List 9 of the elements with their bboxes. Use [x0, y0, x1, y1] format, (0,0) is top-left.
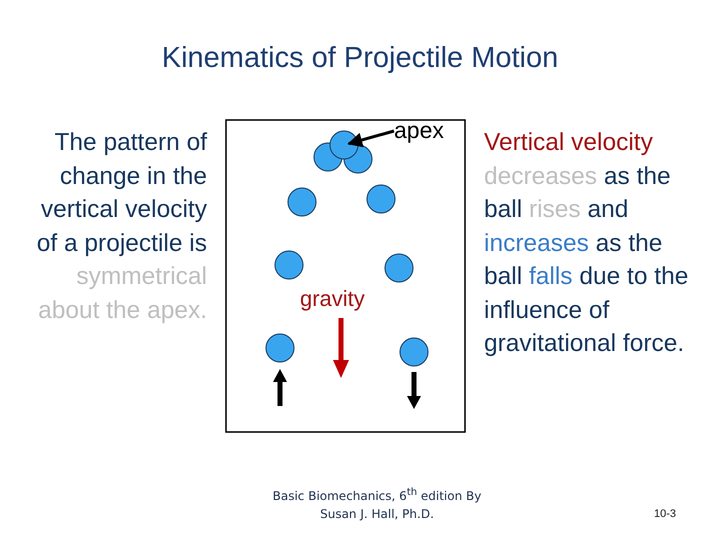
citation-text: Basic Biomechanics, 6$^{th}$ edition By Susan J. Hall, Ph.D. — [272, 486, 482, 523]
description-text: Vertical velocity decreases as the ball rises and increases as the ball falls due to the influence of gravitational force. — [484, 128, 690, 359]
gravity-label: gravity — [300, 286, 365, 312]
apex-ball — [330, 130, 358, 160]
apex-label: apex — [394, 115, 444, 145]
title: Kinematics of Projectile Motion — [160, 42, 560, 75]
leader-line — [347, 130, 394, 148]
description-text: The pattern of change in the vertical velocity of a projectile is symmetrical about the apex. — [36, 128, 207, 326]
page-number: 10-3 — [654, 508, 676, 520]
